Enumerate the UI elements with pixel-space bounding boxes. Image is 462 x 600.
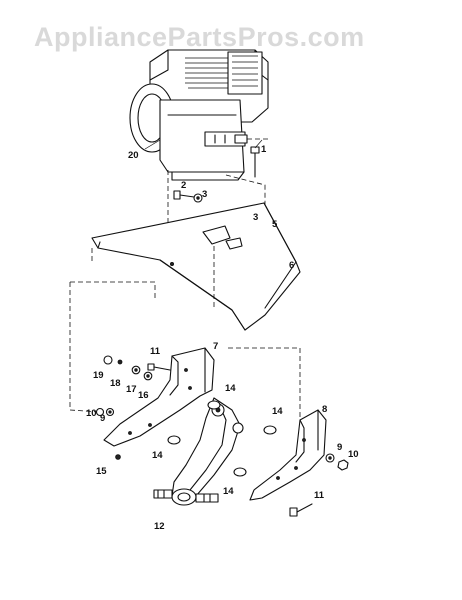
left-fastener-set — [95, 355, 171, 460]
callout-1: 1 — [261, 144, 267, 155]
callout-3: 3 — [202, 189, 207, 200]
callout-7: 7 — [213, 341, 218, 352]
callout-11: 11 — [150, 346, 161, 357]
watermark-text: AppliancePartsPros.com — [34, 22, 365, 52]
callout-19: 19 — [93, 370, 104, 381]
callout-10-b: 10 — [348, 449, 359, 460]
engine-assembly — [129, 49, 269, 181]
tine-drive-chain-case — [153, 397, 244, 506]
callout-9: 9 — [100, 413, 105, 424]
callout-14-a: 14 — [225, 383, 236, 394]
callout-5: 5 — [272, 219, 278, 230]
tine-shield — [91, 202, 301, 331]
callout-20: 20 — [128, 150, 139, 161]
callout-9-b: 9 — [337, 442, 342, 453]
right-fastener-set — [325, 453, 349, 471]
callout-labels: 20 1 2 3 3 5 6 7 11 19 18 17 16 10 9 14 … — [86, 144, 359, 532]
callout-2: 2 — [181, 180, 186, 191]
callout-8: 8 — [322, 404, 327, 415]
bolt-part-11-lower — [289, 503, 313, 517]
bolt-part-2 — [173, 190, 203, 203]
right-tine-bracket — [249, 409, 327, 501]
callout-14-b: 14 — [272, 406, 283, 417]
callout-16: 16 — [138, 390, 149, 401]
callout-12: 12 — [154, 521, 165, 532]
callout-6: 6 — [289, 260, 294, 271]
callout-10: 10 — [86, 408, 97, 419]
callout-18: 18 — [110, 378, 121, 389]
callout-17: 17 — [126, 384, 137, 395]
callout-11-b: 11 — [314, 490, 325, 501]
spacer-parts-14 — [167, 400, 277, 477]
callout-14-c: 14 — [152, 450, 163, 461]
callout-14-d: 14 — [223, 486, 234, 497]
bolt-part-1 — [250, 139, 263, 178]
callout-15: 15 — [96, 466, 107, 477]
left-tine-bracket — [103, 347, 215, 447]
callout-3-b: 3 — [253, 212, 258, 223]
